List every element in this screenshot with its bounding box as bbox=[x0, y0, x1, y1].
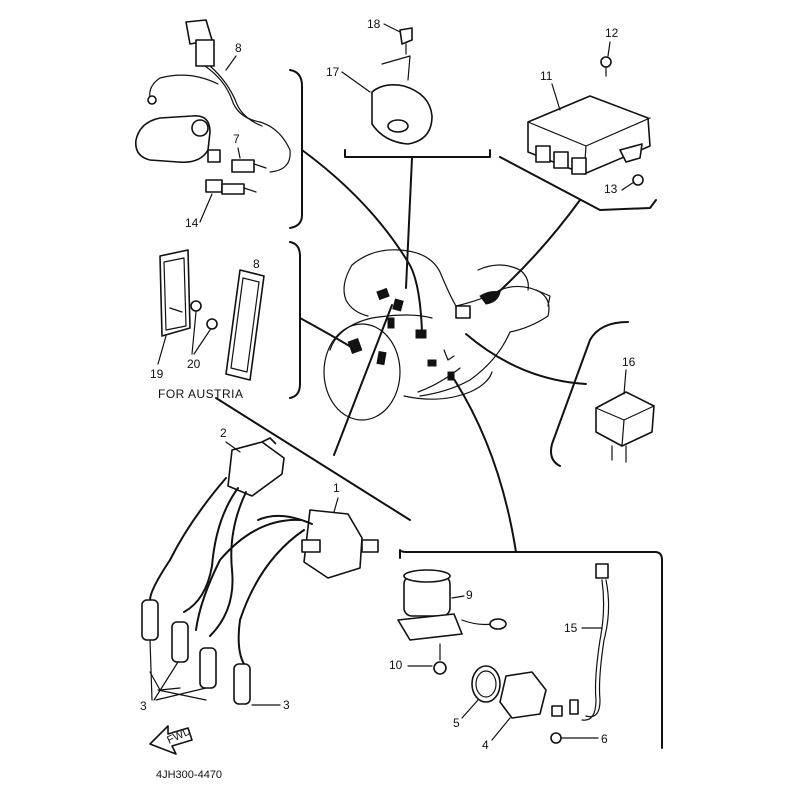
callout-16: 16 bbox=[622, 355, 636, 369]
callout-11: 11 bbox=[540, 69, 553, 83]
callout-19: 19 bbox=[150, 367, 164, 381]
callout-9: 9 bbox=[466, 588, 473, 602]
callout-17: 17 bbox=[326, 65, 340, 79]
starter-group bbox=[397, 563, 610, 744]
group-brackets bbox=[215, 69, 663, 749]
callout-10: 10 bbox=[389, 658, 403, 672]
callout-6: 6 bbox=[601, 732, 608, 746]
callout-3-group: 3 bbox=[140, 699, 147, 713]
front-arrow-icon: FWD bbox=[149, 725, 193, 755]
callout-20: 20 bbox=[187, 357, 201, 371]
callout-15: 15 bbox=[564, 621, 578, 635]
drawing-number: 4JH300-4470 bbox=[156, 769, 222, 781]
callout-8: 8 bbox=[235, 41, 242, 55]
callout-4: 4 bbox=[482, 738, 489, 752]
callout-numbers: 8 7 14 18 17 12 11 13 8 19 20 FOR AUSTRI… bbox=[140, 17, 636, 752]
leader-lines bbox=[299, 149, 587, 553]
callout-13: 13 bbox=[604, 182, 618, 196]
callout-5: 5 bbox=[453, 716, 460, 730]
callout-reflector-side: 8 bbox=[253, 257, 260, 271]
callout-7: 7 bbox=[233, 132, 240, 146]
cdi-unit-group bbox=[527, 56, 651, 186]
ignition-group bbox=[141, 437, 379, 705]
callout-1: 1 bbox=[333, 481, 340, 495]
callout-18: 18 bbox=[367, 17, 381, 31]
callout-14: 14 bbox=[185, 216, 199, 230]
motorcycle-silhouette bbox=[323, 249, 551, 421]
callout-2: 2 bbox=[220, 426, 227, 440]
flasher-relay-group bbox=[595, 391, 655, 463]
reflector-group bbox=[159, 249, 265, 381]
callout-leaders bbox=[149, 23, 635, 741]
horn-group bbox=[371, 27, 433, 145]
variant-caption: FOR AUSTRIA bbox=[158, 387, 244, 401]
callout-12: 12 bbox=[605, 26, 619, 40]
switch-harness-group bbox=[134, 19, 291, 195]
callout-3-single: 3 bbox=[283, 698, 290, 712]
